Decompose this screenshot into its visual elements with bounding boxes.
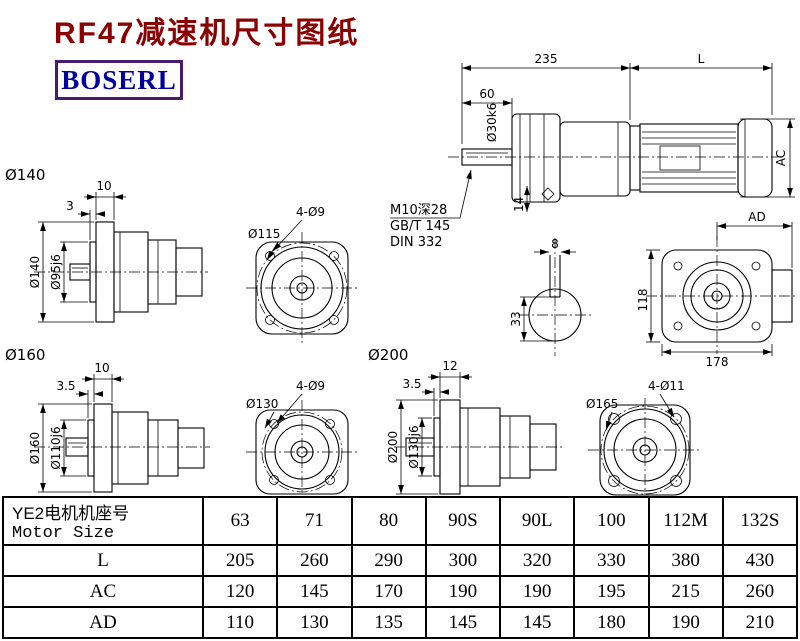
table-row-L: L 205 260 290 300 320 330 380 430 xyxy=(2,544,799,577)
view-front-165: 4-Ø11 Ø165 xyxy=(586,379,702,496)
terminal-box-side xyxy=(659,145,701,171)
table-cell: 135 xyxy=(350,606,427,639)
table-cell: 190 xyxy=(424,575,502,608)
table-row-AD: AD 110 130 135 145 145 180 190 210 xyxy=(2,606,799,639)
view-front-130: 4-Ø9 Ø130 xyxy=(246,379,358,495)
dim-178-label: 178 xyxy=(706,355,729,369)
table-cell: 320 xyxy=(498,544,576,577)
dim-d130-label: Ø130 xyxy=(246,397,278,411)
dim-35-label: 3.5 xyxy=(56,379,75,393)
flange-160-title: Ø160 xyxy=(5,346,45,364)
dim-3-label: 3 xyxy=(66,199,74,213)
table-cell: 63 xyxy=(201,496,279,546)
dim-118-label: 118 xyxy=(636,289,650,312)
dim-4xD11-label: 4-Ø11 xyxy=(648,379,685,393)
table-cell: 120 xyxy=(201,575,279,608)
dim-shaft-dia-label: Ø30k6 xyxy=(485,103,499,142)
table-cell: 71 xyxy=(276,496,353,546)
table-cell: 80 xyxy=(350,496,427,546)
view-motor-rear: AD 118 178 xyxy=(636,210,798,369)
table-cell: 260 xyxy=(721,575,799,608)
view-front-115: 4-Ø9 Ø115 xyxy=(246,205,358,344)
table-cell: 215 xyxy=(647,575,724,608)
table-cell: 145 xyxy=(276,575,353,608)
dim-4xD9-label: 4-Ø9 xyxy=(296,205,325,219)
thread-note-line3: DIN 332 xyxy=(390,235,443,250)
table-cell: 130 xyxy=(276,606,353,639)
table-cell: 90L xyxy=(498,496,576,546)
diamond-mark xyxy=(541,187,555,201)
table-cell: 205 xyxy=(201,544,279,577)
dim-AD-label: AD xyxy=(748,210,765,224)
table-cell: 330 xyxy=(573,544,650,577)
table-cell: 210 xyxy=(721,606,799,639)
table-cell: 112M xyxy=(647,496,724,546)
table-header-label-cell: YE2电机机座号 Motor Size xyxy=(2,496,204,546)
table-header-en: Motor Size xyxy=(12,524,115,543)
table-cell: 190 xyxy=(647,606,724,639)
table-cell: 90S xyxy=(424,496,502,546)
boserl-logo-text: BOSERL xyxy=(61,64,177,95)
dim-35b-label: 3.5 xyxy=(402,377,421,391)
dim-33-label: 33 xyxy=(509,311,523,326)
table-row-label: AD xyxy=(2,606,204,639)
table-cell: 170 xyxy=(350,575,427,608)
table-cell: 430 xyxy=(721,544,799,577)
dim-12-label: 12 xyxy=(442,359,457,373)
dim-10b-label: 10 xyxy=(94,361,109,375)
thread-note-line1: M10深28 xyxy=(390,203,447,218)
flange-140-title: Ø140 xyxy=(5,166,45,184)
dim-4xD9b-label: 4-Ø9 xyxy=(296,379,325,393)
terminal-box-rear xyxy=(771,269,793,323)
table-cell: 145 xyxy=(498,606,576,639)
table-row-label: L xyxy=(2,544,204,577)
table-header-row: YE2电机机座号 Motor Size 63 71 80 90S 90L 100… xyxy=(2,496,799,546)
table-cell: 132S xyxy=(721,496,799,546)
dim-d200-label: Ø200 xyxy=(386,431,400,463)
dim-d130j6-label: Ø130j6 xyxy=(407,425,421,468)
view-flange-200: Ø200 12 3.5 Ø200 xyxy=(368,346,562,495)
view-flange-140: Ø140 10 3 Ø140 xyxy=(5,166,208,323)
dim-AC-label: AC xyxy=(774,150,788,166)
technical-drawing: 235 L 60 Ø30k6 14 AC M10深28 GB/T 145 DIN… xyxy=(5,52,798,496)
dim-d140-label: Ø140 xyxy=(28,256,42,288)
table-cell: 380 xyxy=(647,544,724,577)
dim-d110-label: Ø110j6 xyxy=(49,426,63,469)
dim-d115-label: Ø115 xyxy=(248,227,280,241)
table-cell: 180 xyxy=(573,606,650,639)
table-cell: 190 xyxy=(498,575,576,608)
motor-dimension-table: YE2电机机座号 Motor Size 63 71 80 90S 90L 100… xyxy=(2,496,799,639)
dim-L-label: L xyxy=(698,52,705,66)
view-key-section: 8 33 xyxy=(509,237,594,356)
view-flange-160: Ø160 10 3.5 Ø160 xyxy=(5,346,210,493)
table-header-cn: YE2电机机座号 xyxy=(12,504,130,523)
dim-d160-label: Ø160 xyxy=(28,432,42,464)
dim-10-label: 10 xyxy=(96,179,111,193)
view-motor-side: 235 L 60 Ø30k6 14 AC xyxy=(448,52,795,212)
table-cell: 290 xyxy=(350,544,427,577)
dim-d95-label: Ø95j6 xyxy=(49,254,63,290)
dim-d165-label: Ø165 xyxy=(586,397,618,411)
table-cell: 195 xyxy=(573,575,650,608)
dim-60-label: 60 xyxy=(479,87,494,101)
dim-235-label: 235 xyxy=(535,52,558,66)
boserl-logo: BOSERL xyxy=(55,60,183,100)
table-cell: 110 xyxy=(201,606,279,639)
table-row-AC: AC 120 145 170 190 190 195 215 260 xyxy=(2,575,799,608)
table-cell: 260 xyxy=(276,544,353,577)
dim-14-label: 14 xyxy=(512,197,526,212)
table-row-label: AC xyxy=(2,575,204,608)
dim-8-label: 8 xyxy=(551,237,559,251)
page-title: RF47减速机尺寸图纸 xyxy=(54,17,360,50)
thread-note-line2: GB/T 145 xyxy=(390,219,450,234)
table-cell: 100 xyxy=(573,496,650,546)
thread-note: M10深28 GB/T 145 DIN 332 xyxy=(390,169,472,250)
table-cell: 300 xyxy=(424,544,502,577)
table-cell: 145 xyxy=(424,606,502,639)
flange-200-title: Ø200 xyxy=(368,346,408,364)
